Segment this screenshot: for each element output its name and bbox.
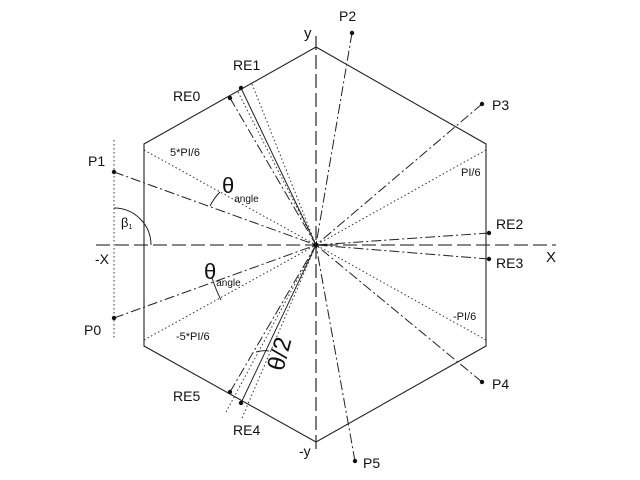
theta-arc-lower [211, 277, 222, 301]
theta-subscript-lower: angle [216, 278, 241, 289]
re5-dot [227, 389, 233, 395]
neg-x-axis-label: -X [95, 251, 110, 267]
line-dotted-lower-b [241, 244, 317, 419]
re3-dot [486, 256, 492, 262]
re1-label: RE1 [233, 57, 260, 73]
p2-dot [349, 30, 355, 36]
hexagon [143, 46, 487, 443]
line-re5 [229, 244, 317, 393]
line-neg-pi6 [315, 244, 487, 341]
theta-subscript-upper: angle [234, 194, 259, 205]
p0-label: P0 [84, 322, 101, 338]
line-dotted-upper-b [251, 83, 317, 246]
re1-dot [238, 85, 244, 91]
pi6-label: PI/6 [461, 167, 481, 179]
five-pi6-label: 5*PI/6 [170, 147, 200, 159]
p0-dot [111, 315, 117, 321]
p4-label: P4 [492, 376, 509, 392]
beta-label: β1 [121, 215, 132, 231]
p3-label: P3 [492, 97, 509, 113]
theta-half-arc [255, 350, 270, 353]
line-five-pi6 [143, 149, 317, 246]
re2-dot [486, 230, 492, 236]
line-p3 [315, 103, 483, 246]
neg-y-axis-label: -y [299, 443, 311, 459]
origin-dot [313, 242, 319, 248]
re3-label: RE3 [496, 255, 523, 271]
p4-dot [479, 379, 485, 385]
line-dotted-upper-a [237, 91, 317, 246]
theta-angle-label-upper: θangle [222, 173, 259, 205]
beta-symbol: β [121, 215, 128, 230]
re5-label: RE5 [173, 388, 200, 404]
theta-half-label: θ/2 [263, 334, 298, 373]
re2-label: RE2 [496, 216, 523, 232]
line-p5 [315, 244, 356, 462]
x-axis-label: X [546, 249, 556, 266]
theta-angle-label-lower: θangle [204, 259, 241, 289]
p1-dot [111, 169, 117, 175]
re0-label: RE0 [173, 88, 200, 104]
line-p2 [315, 32, 353, 246]
line-re4 [240, 244, 317, 404]
re4-label: RE4 [233, 422, 260, 438]
p5-dot [352, 458, 358, 464]
line-pi6 [315, 149, 487, 246]
p2-label: P2 [339, 8, 356, 24]
line-re2 [315, 232, 490, 246]
neg-five-pi6-label: -5*PI/6 [176, 331, 210, 343]
line-neg-five-pi6 [143, 244, 317, 341]
p5-label: P5 [363, 455, 380, 471]
line-re1 [240, 87, 317, 246]
neg-pi6-label: -PI/6 [453, 311, 476, 323]
theta-arc-upper [209, 191, 221, 207]
p3-dot [479, 101, 485, 107]
line-re0 [229, 97, 317, 246]
re0-dot [227, 95, 233, 101]
beta-arc [113, 207, 152, 246]
p1-label: P1 [88, 153, 105, 169]
y-axis-label: y [304, 25, 312, 42]
re4-dot [238, 400, 244, 406]
theta-symbol-lower: θ [204, 259, 216, 284]
theta-symbol-upper: θ [222, 173, 234, 198]
line-re3 [315, 244, 490, 260]
beta-subscript: 1 [128, 224, 132, 231]
